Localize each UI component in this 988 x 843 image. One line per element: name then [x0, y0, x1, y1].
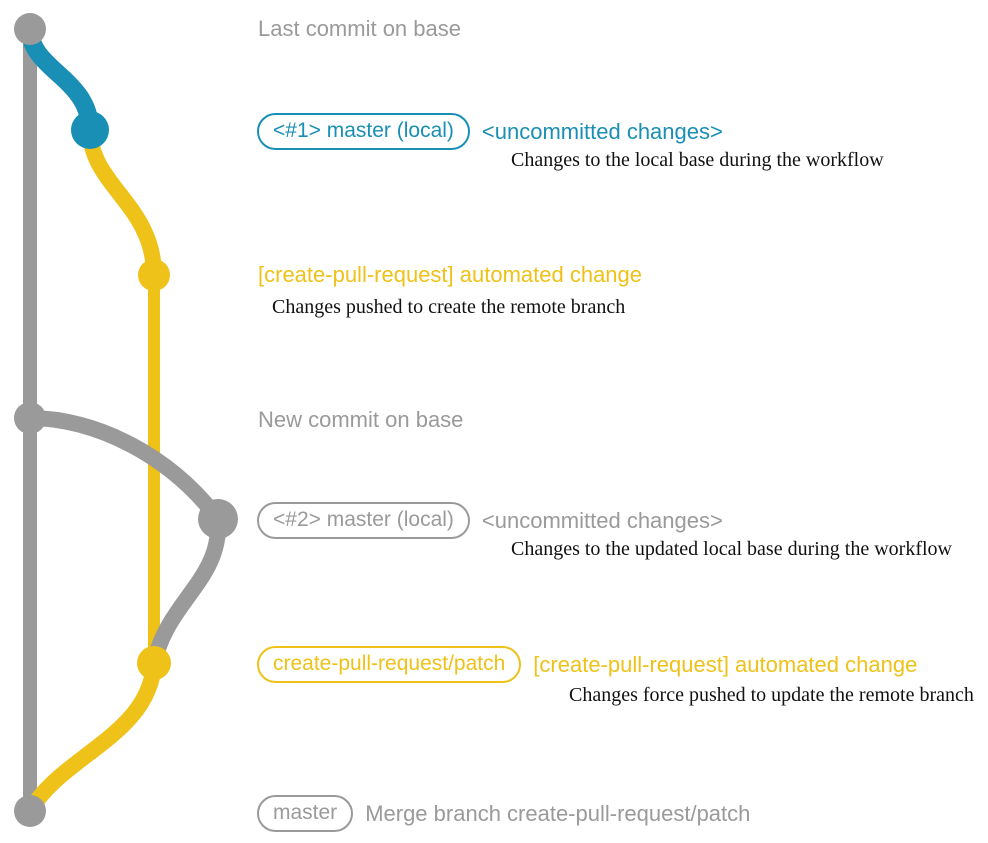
edge-local-1-to-patch-1	[82, 122, 162, 283]
commit-node-automated-change-1[interactable]	[138, 259, 170, 291]
edge-local-2-to-patch-2	[146, 511, 227, 671]
commit-row-merge: master Merge branch create-pull-request/…	[257, 795, 750, 832]
branch-badge-master-local-2[interactable]: <#2> master (local)	[257, 502, 470, 539]
commit-headline-automated-change-2: [create-pull-request] automated change	[533, 651, 918, 677]
commit-node-merge[interactable]	[14, 795, 46, 827]
commit-description-automated-change-2: Changes force pushed to update the remot…	[569, 684, 974, 706]
commit-headline-last-commit-on-base: Last commit on base	[258, 16, 461, 41]
commit-headline-local-uncommitted-1: <uncommitted changes>	[481, 118, 723, 144]
commit-headline-automated-change-1: [create-pull-request] automated change	[258, 262, 643, 287]
commit-description-automated-change-1: Changes pushed to create the remote bran…	[272, 296, 626, 318]
branch-badge-create-pull-request-patch[interactable]: create-pull-request/patch	[257, 646, 522, 683]
commit-row-local-uncommitted-2: <#2> master (local) <uncommitted changes…	[257, 502, 723, 539]
commit-node-new-commit-on-base[interactable]	[14, 402, 46, 434]
commit-row-local-uncommitted-1: <#1> master (local) <uncommitted changes…	[257, 113, 723, 150]
branch-badge-master-local-1[interactable]: <#1> master (local)	[257, 113, 470, 150]
commit-headline-merge: Merge branch create-pull-request/patch	[365, 800, 751, 826]
commit-node-local-uncommitted-2[interactable]	[198, 499, 238, 539]
commit-node-automated-change-2[interactable]	[137, 646, 171, 680]
commit-node-local-uncommitted-1[interactable]	[71, 111, 109, 149]
commit-headline-local-uncommitted-2: <uncommitted changes>	[481, 507, 723, 533]
commit-headline-new-commit-on-base: New commit on base	[258, 407, 464, 432]
edge-patch-2-to-merge	[22, 655, 162, 819]
branch-badge-master[interactable]: master	[257, 795, 354, 832]
commit-description-local-uncommitted-2: Changes to the updated local base during…	[511, 538, 952, 560]
commit-node-last-commit-on-base[interactable]	[14, 13, 46, 45]
commit-row-automated-change-2: create-pull-request/patch [create-pull-r…	[257, 646, 917, 683]
edge-base-to-local-2	[22, 410, 226, 527]
commit-description-local-uncommitted-1: Changes to the local base during the wor…	[511, 149, 884, 171]
